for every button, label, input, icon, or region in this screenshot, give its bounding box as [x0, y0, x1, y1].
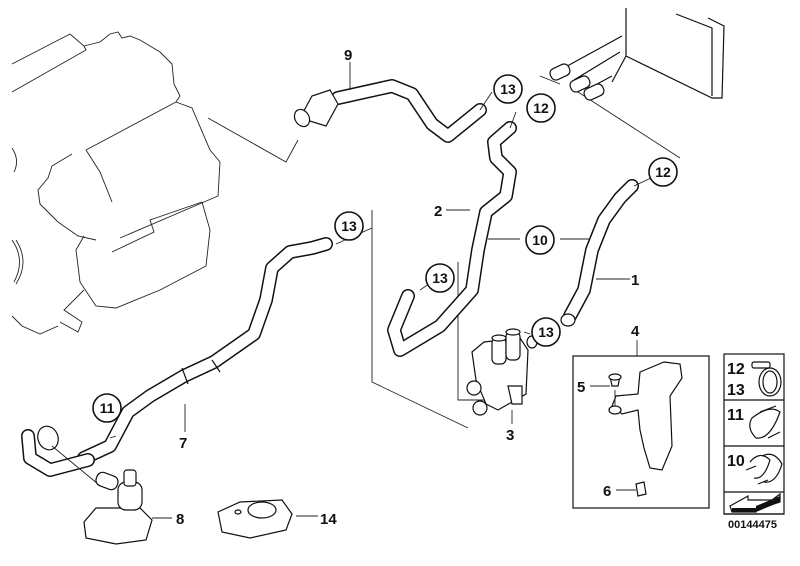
hose-1 [560, 179, 639, 327]
engine-outline [11, 31, 221, 335]
svg-text:10: 10 [532, 232, 548, 248]
legend-label-11: 11 [727, 407, 744, 424]
bracket-box-4 [572, 355, 710, 509]
part-label-8: 8 [176, 511, 184, 528]
clamp-callout-10: 10 [525, 225, 555, 255]
direction-arrow-icon [729, 492, 781, 513]
clamp-callout-13: 13 [531, 317, 561, 347]
svg-text:13: 13 [341, 218, 357, 234]
double-spring-clip-icon [745, 453, 783, 485]
svg-text:13: 13 [432, 270, 448, 286]
part-label-7: 7 [179, 435, 187, 452]
hose-clamp-screw-icon [751, 361, 782, 397]
mount-ring-14 [217, 499, 293, 539]
part-label-1: 1 [631, 272, 639, 289]
legend-label-13: 13 [727, 382, 745, 399]
clamp-callout-13: 13 [425, 263, 455, 293]
part-label-2: 2 [434, 203, 442, 220]
clamp-callout-13: 13 [334, 211, 364, 241]
svg-text:13: 13 [500, 81, 516, 97]
svg-text:12: 12 [533, 100, 549, 116]
part-label-14: 14 [320, 511, 337, 528]
part-label-6: 6 [603, 483, 611, 500]
legend-label-12: 12 [727, 361, 745, 378]
hose-2 [387, 121, 517, 357]
part-label-3: 3 [506, 427, 514, 444]
hose-11-elbow [21, 425, 99, 485]
part-label-9: 9 [344, 47, 352, 64]
diagram-number: 00144475 [728, 519, 777, 531]
clamp-callout-11: 11 [92, 393, 122, 423]
hose-7 [77, 237, 333, 465]
heater-core [549, 8, 725, 101]
svg-text:12: 12 [655, 164, 671, 180]
spring-clip-icon [749, 405, 781, 439]
part-label-5: 5 [577, 379, 585, 396]
clamp-legend: 12 13 11 10 [723, 353, 785, 515]
legend-label-10: 10 [727, 453, 745, 470]
clamp-callout-12: 12 [648, 157, 678, 187]
water-valve-3 [466, 328, 538, 416]
leader-lines [109, 62, 652, 519]
part-label-4: 4 [631, 323, 640, 340]
hose-9 [293, 79, 487, 143]
clamp-callout-13: 13 [493, 74, 523, 104]
svg-text:13: 13 [538, 324, 554, 340]
aux-water-pump-8 [83, 469, 153, 545]
clamp-callout-12: 12 [526, 93, 556, 123]
svg-text:11: 11 [100, 400, 115, 416]
